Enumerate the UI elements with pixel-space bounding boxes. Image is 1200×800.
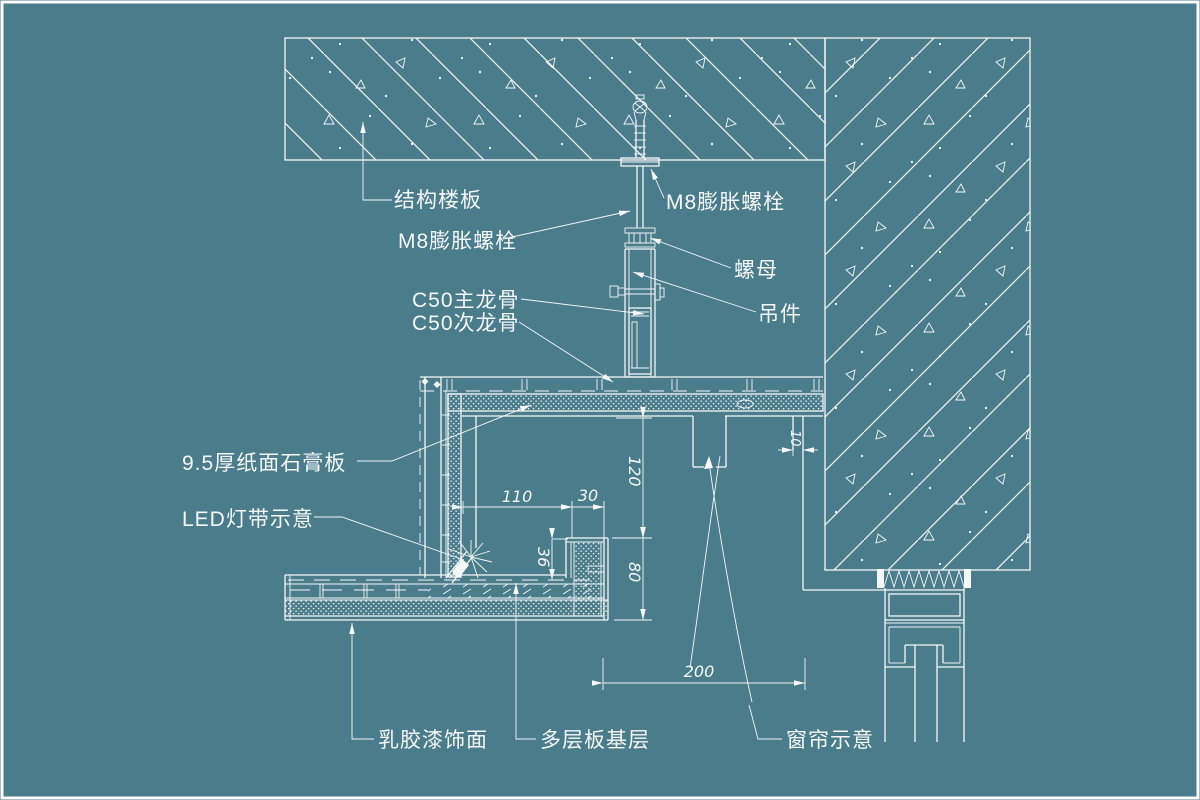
anchor-bolt-assembly <box>620 94 660 228</box>
label-structural-slab: 结构楼板 <box>394 189 482 212</box>
label-m8-anchor-right: M8膨胀螺栓 <box>666 191 785 214</box>
dim-30: 30 <box>578 486 598 505</box>
dimension-120-80: 120 80 <box>612 407 652 621</box>
dim-120: 120 <box>625 456 644 487</box>
label-latex-paint: 乳胶漆饰面 <box>378 729 488 752</box>
structural-slab <box>284 37 826 161</box>
label-c50-cross-runner: C50次龙骨 <box>412 312 520 335</box>
shelf-board-assembly <box>284 574 608 621</box>
label-curtain: 窗帘示意 <box>786 729 874 752</box>
curtain-pocket <box>692 416 727 468</box>
ceiling-board-assembly <box>420 376 824 417</box>
dimension-110-30: 110 30 <box>452 486 605 538</box>
led-strip-symbol <box>445 540 493 584</box>
window-head-section <box>877 569 971 742</box>
dim-200: 200 <box>684 662 715 681</box>
structural-wall <box>824 37 1031 571</box>
dimension-36: 36 <box>534 528 568 580</box>
annotation-labels: 结构楼板 M8膨胀螺栓 M8膨胀螺栓 螺母 吊件 C50主龙骨 C50次龙骨 9… <box>182 189 874 752</box>
label-m8-anchor-left: M8膨胀螺栓 <box>398 230 517 253</box>
dimension-200: 200 <box>592 658 806 690</box>
dim-36: 36 <box>534 547 553 567</box>
label-nut: 螺母 <box>734 259 778 282</box>
ceiling-drop-edge <box>419 377 477 578</box>
dim-10: 10 <box>787 430 802 447</box>
label-hanger: 吊件 <box>758 303 802 326</box>
dim-80: 80 <box>625 562 644 582</box>
label-led-strip: LED灯带示意 <box>182 508 314 531</box>
main-runner-section <box>628 307 652 375</box>
curtain-symbol <box>689 455 753 703</box>
leader-lines <box>314 122 782 740</box>
dimension-10: 10 <box>778 430 818 456</box>
label-gypsum-board: 9.5厚纸面石膏板 <box>182 452 346 475</box>
dim-110: 110 <box>502 487 533 506</box>
label-c50-main-runner: C50主龙骨 <box>412 289 520 312</box>
label-plywood-base: 多层板基层 <box>540 729 650 752</box>
